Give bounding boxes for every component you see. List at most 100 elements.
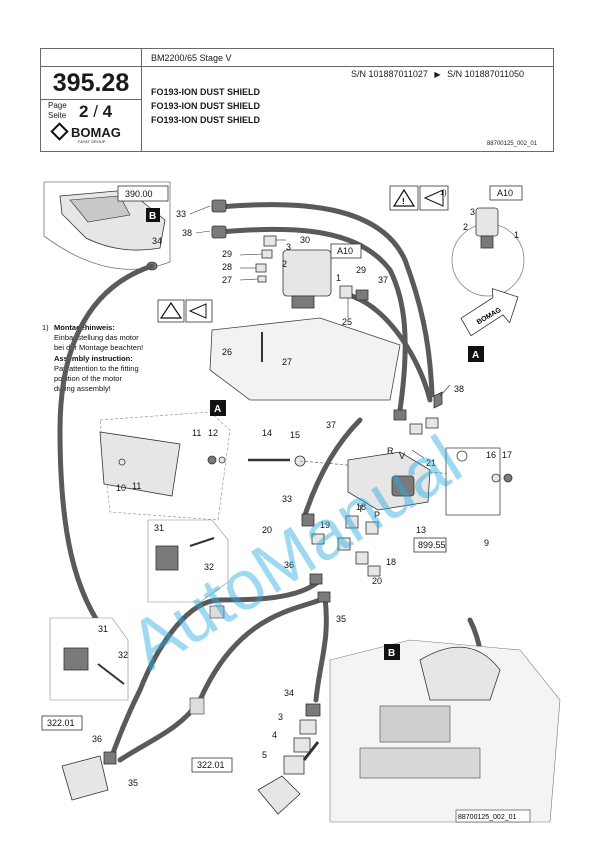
ref-box-322-right-label: 322.01 [197,760,225,770]
hose-36-lower [107,577,323,763]
fitting-21-b [425,417,439,429]
nut-11 [207,455,217,465]
ref-box-a10 [330,243,362,259]
page-label: Page Seite [48,101,67,121]
port-t: T [358,504,364,514]
label-12: 12 [208,428,218,438]
label-27: 27 [222,275,232,285]
note-en-line-1: Pay attention to the fitting [54,364,139,373]
figure-id: 88700125_002_01 [458,814,517,821]
label-9: 9 [484,538,489,548]
detail-view-b: 390.00 B 34 [43,181,171,271]
fitting-38-valve [433,391,443,409]
elbow-20-lower [367,565,381,577]
fitting-38 [211,225,227,239]
label-1-a10: 1 [514,230,519,240]
ref-box-a10-top [489,185,523,201]
bracket-9 [445,447,501,516]
document-number: 88700125_002_01 [486,141,537,147]
seal-28 [255,263,267,273]
screw-32-lower [97,663,125,685]
label-10: 10 [116,483,126,493]
washer-16 [491,473,501,483]
fitting-21-a [409,423,423,435]
port-p: P [374,510,380,520]
label-19: 19 [320,520,330,530]
note-index: 1) [42,323,49,332]
logo-subtitle: FAYAT GROUP [78,139,106,144]
pump-fitting-left [61,755,109,801]
washer-12 [218,456,226,464]
label-20-lower: 20 [372,576,382,586]
label-14: 14 [262,428,272,438]
serial-range: S/N 101887011027 ▶ S/N 101887011050 [351,69,524,79]
tee-19 [337,537,351,551]
figure-id-box [455,809,531,823]
note-de-line-2: bei der Montage beachten! [54,343,143,352]
page-info-panel: 395.28 Page Seite 2 / 4 BOMAG FAYAT GROU… [41,49,142,151]
label-13: 13 [416,525,426,535]
view-marker-a-detail [210,400,226,416]
fitting-33-lower [301,513,315,527]
label-38-right: 38 [454,384,464,394]
label-11: 11 [192,428,201,438]
label-32-lower: 32 [118,650,128,660]
label-5: 5 [262,750,267,760]
label-33: 33 [176,209,186,219]
section-title-1: FO193-ION DUST SHIELD [151,87,261,97]
port-r: R [387,446,394,456]
view-marker-b [146,208,160,222]
assembly-hint-icon-2 [188,303,207,319]
label-35: 35 [336,614,346,624]
elbow-20 [311,533,325,545]
fitting-36-lower [103,751,117,765]
fitting-36 [309,573,323,585]
bomag-logo: BOMAG [50,122,121,141]
page-separator: / [93,102,98,121]
label-16: 16 [486,450,496,460]
fitting-35 [317,591,331,603]
motor-a10 [282,249,332,297]
label-31-lower: 31 [98,624,108,634]
label-35-lower: 35 [128,778,138,788]
machine-model: BM2200/65 Stage V [151,53,232,63]
label-32: 32 [204,562,214,572]
hose-34-long [57,263,155,653]
solenoid-valve [391,475,415,497]
view-marker-b-label: B [149,211,156,222]
fitting-4 [293,737,311,753]
fitting-18-lower [355,551,369,565]
label-25: 25 [342,317,352,327]
label-36: 36 [284,560,294,570]
label-34-lower: 34 [284,688,294,698]
part-labels: 33 38 29 30 2 3 28 27 1 29 37 25 26 27 3… [92,209,512,788]
label-4: 4 [272,730,277,740]
port-v: V [399,451,405,461]
label-26: 26 [222,347,232,357]
note-heading-de: Montagehinweis: [54,323,115,332]
label-15: 15 [290,430,300,440]
detail-view-a10: ! 1) A10 3 2 1 [389,185,525,297]
screw-32 [189,537,215,547]
label-31: 31 [154,523,164,533]
divider [141,66,553,67]
page-number: 395.28 [41,66,141,100]
view-marker-a-detail-label: A [214,404,221,415]
hose-36-upper [302,417,363,518]
label-30: 30 [300,235,310,245]
page-label-en: Seite [48,111,67,120]
label-27-lower: 27 [282,357,292,367]
ref-box-390-label: 390.00 [125,189,153,199]
fitting-30 [263,235,277,247]
label-37-valve: 37 [326,420,336,430]
clamp-on-hose [209,605,225,619]
view-marker-a [468,346,484,362]
hose-35-a [313,595,329,703]
hose-35-b [117,595,328,763]
ref-box-322-left [41,715,83,731]
label-20: 20 [262,525,272,535]
page-counter: 2 / 4 [79,102,112,122]
assembly-note: 1) Montagehinweis: Einbaustellung das mo… [42,323,143,393]
page-current: 2 [79,102,89,121]
